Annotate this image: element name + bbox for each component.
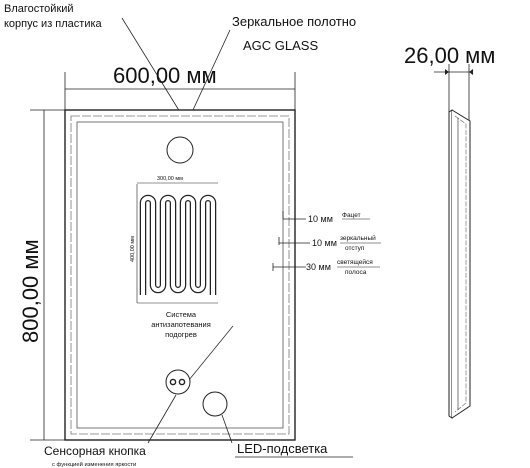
led-leader-line	[221, 414, 233, 444]
antifog-label-line2: антизапотевания	[151, 320, 211, 329]
mirror-facet-outline	[70, 115, 290, 435]
led-detail-circle	[202, 391, 228, 417]
housing-label-line2: корпус из пластика	[4, 18, 103, 30]
glass-type-label: AGC GLASS	[243, 38, 318, 53]
depth-arrow-right	[469, 69, 473, 75]
strip-label-2: полоса	[345, 269, 367, 276]
housing-leader-line	[121, 17, 181, 113]
facet-value: 10 мм	[308, 214, 333, 224]
led-backlight-label: LED-подсветка	[237, 441, 328, 456]
heater-width-label: 300,00 мм	[157, 176, 183, 182]
led-strip-outline	[76, 121, 284, 429]
depth-dimension-label: 26,00 мм	[404, 43, 495, 68]
touch-button-leader-line	[147, 394, 177, 444]
profile-body	[451, 109, 471, 419]
strip-label-1: светящейся	[337, 258, 373, 266]
facet-label: Фацет	[342, 212, 361, 219]
antifog-label-line1: Система	[166, 310, 197, 319]
antifog-leader-line	[188, 325, 234, 381]
indent-value: 10 мм	[312, 238, 337, 248]
profile-glass	[448, 109, 453, 419]
touch-button-note: с функцией изменения яркости	[52, 461, 136, 468]
width-dimension-label: 600,00 мм	[113, 63, 217, 88]
profile-inner-line	[454, 115, 467, 413]
indent-label-1: зеркальный	[340, 234, 376, 242]
heater-coil-inner	[141, 196, 215, 295]
mirror-sheet-label: Зеркальное полотно	[232, 14, 356, 29]
strip-value: 30 мм	[306, 262, 331, 272]
antifog-label-line3: подогрев	[165, 330, 197, 339]
heater-height-label: 400,00 мм	[130, 236, 136, 262]
height-dimension-label: 800,00 мм	[18, 239, 43, 343]
indent-label-2: отступ	[345, 245, 365, 252]
depth-arrow-left	[445, 69, 449, 75]
touch-button-label: Сенсорная кнопка	[44, 444, 146, 458]
touch-button-dot-left	[169, 378, 177, 386]
housing-label-line1: Влагостойкий	[4, 3, 74, 15]
touch-button-circle	[165, 369, 191, 395]
touch-button-dot-right	[178, 378, 186, 386]
top-sensor-circle	[166, 136, 194, 164]
